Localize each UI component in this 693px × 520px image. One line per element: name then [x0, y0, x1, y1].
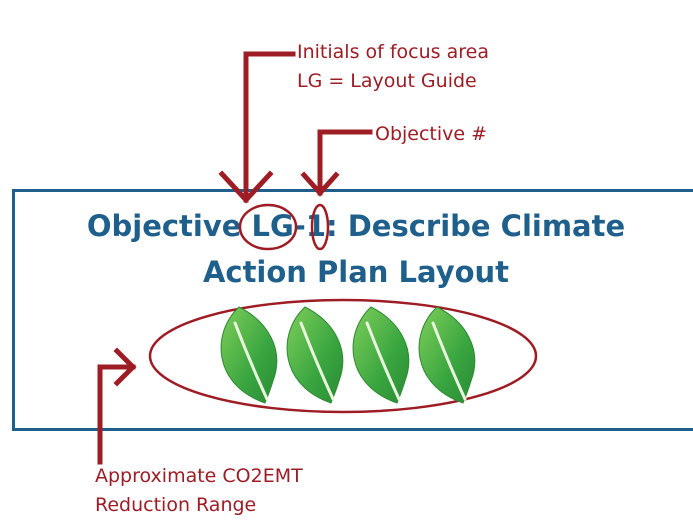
focus-area-annotation-line2: LG = Layout Guide — [297, 70, 477, 92]
objective-title-line2: Action Plan Layout — [202, 255, 510, 289]
objective-box — [12, 189, 693, 431]
leaf-icon — [286, 306, 344, 404]
reduction-range-annotation-line1: Approximate CO2EMT — [95, 465, 303, 487]
objective-title: Objective LG-1: Describe Climate Action … — [0, 203, 693, 295]
focus-area-highlight — [238, 203, 298, 251]
focus-area-annotation-line1: Initials of focus area — [297, 41, 489, 63]
reduction-range-annotation-line2: Reduction Range — [95, 494, 257, 516]
objective-number-annotation: Objective # — [375, 123, 488, 145]
leaf-icon — [418, 306, 476, 404]
focus-area-arrow — [218, 51, 296, 204]
focus-area-annotation: Initials of focus area LG = Layout Guide — [297, 38, 489, 96]
objective-number-arrow — [300, 129, 373, 197]
leaf-icon — [352, 306, 410, 404]
objective-title-line1: Objective LG-1: Describe Climate — [86, 209, 626, 243]
reduction-range-annotation: Approximate CO2EMT Reduction Range — [95, 462, 303, 520]
objective-number-highlight — [310, 203, 330, 251]
leaf-rating-ellipse — [148, 298, 538, 414]
reduction-range-arrow — [97, 347, 137, 465]
leaf-rating — [220, 306, 476, 404]
leaf-icon — [220, 306, 278, 404]
